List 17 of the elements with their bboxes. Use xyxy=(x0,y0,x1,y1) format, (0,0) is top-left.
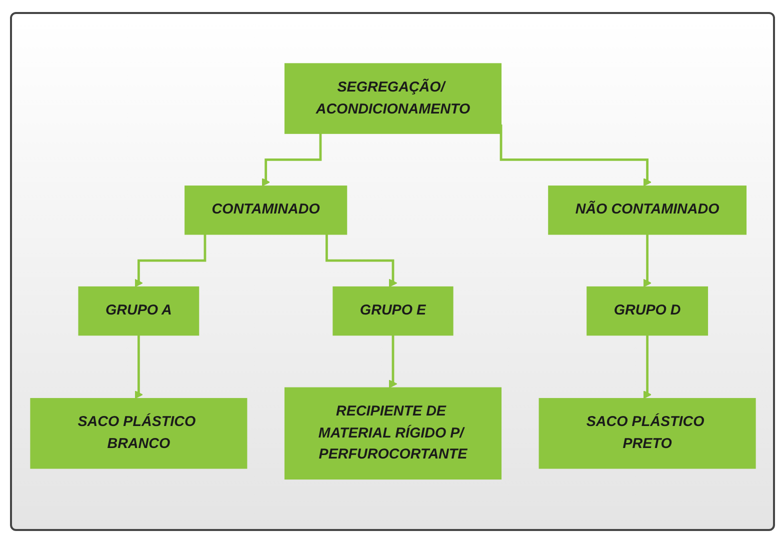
node-box: SACO PLÁSTICO PRETO xyxy=(538,398,756,469)
arrow xyxy=(134,234,206,288)
node-box: NÃO CONTAMINADO xyxy=(548,186,746,235)
arrow xyxy=(499,124,652,187)
arrow xyxy=(642,234,652,288)
arrow xyxy=(134,335,142,400)
node-box: RECIPIENTE DE MATERIAL RÍGIDO P/ PERFUROCORTANTE xyxy=(284,387,502,480)
arrow xyxy=(642,335,652,400)
node-box: CONTAMINADO xyxy=(184,186,347,235)
arrow xyxy=(261,134,322,187)
node-box: SEGREGAÇÃO/ ACONDICIONAMENTO xyxy=(284,63,502,134)
node-box: GRUPO E xyxy=(332,286,453,336)
node-box: SACO PLÁSTICO BRANCO xyxy=(30,398,247,469)
node-box: GRUPO D xyxy=(586,286,708,336)
arrow xyxy=(325,234,397,288)
node-box: GRUPO A xyxy=(78,286,199,336)
arrow xyxy=(388,335,397,388)
